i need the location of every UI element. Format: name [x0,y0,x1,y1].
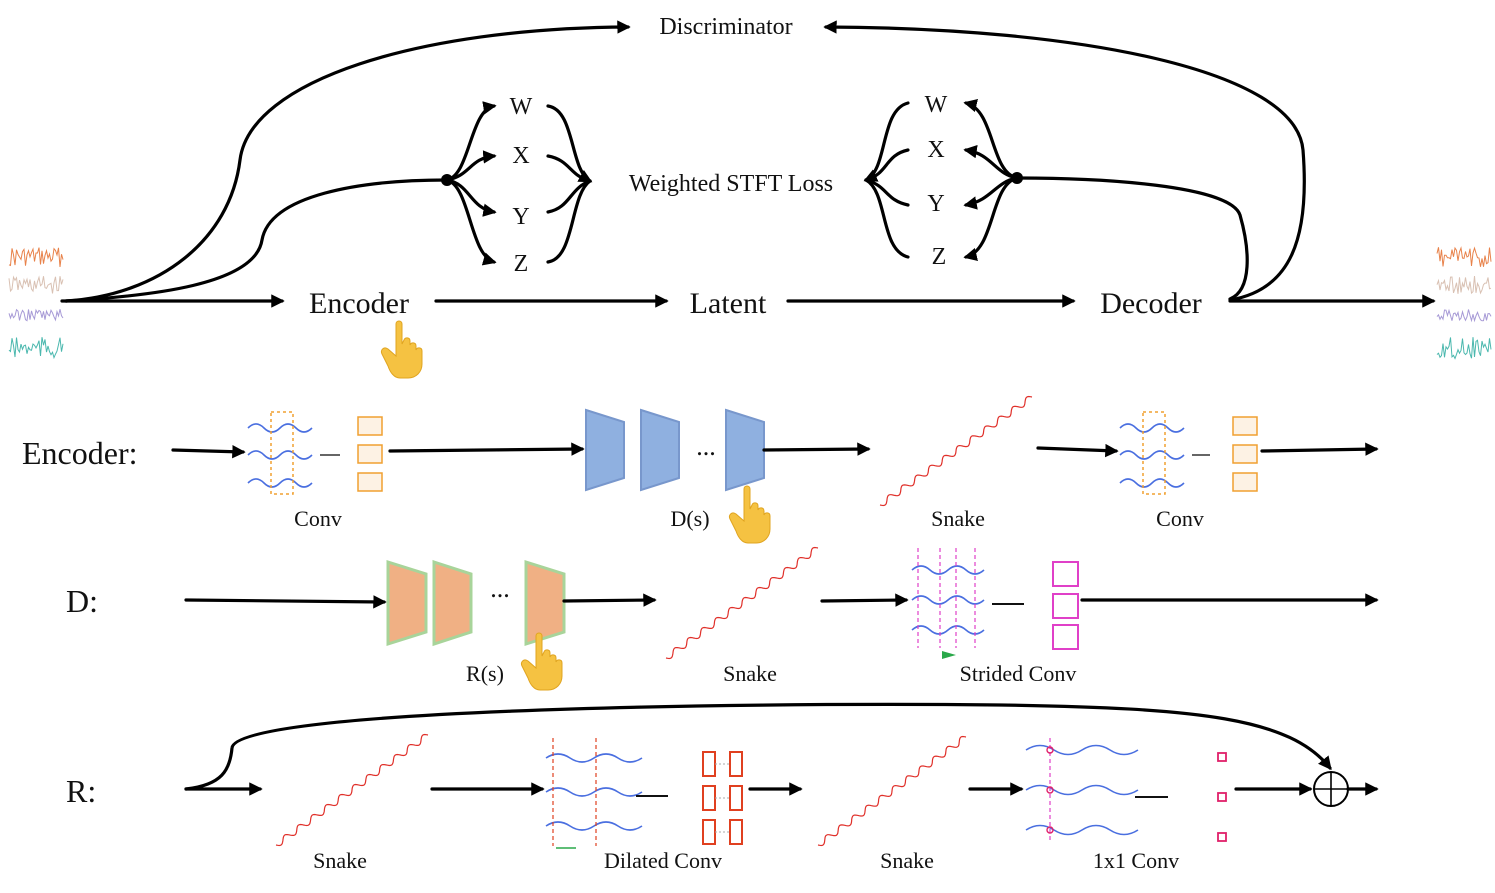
stft-loss-label: Weighted STFT Loss [629,171,833,197]
enc-arrow-2 [388,442,585,456]
strided-conv-icon [911,548,1079,659]
left-merge-x [546,154,592,183]
residual-blocks [386,559,566,647]
encoder-pointer-icon [380,320,423,379]
r-skip-connection-arrow [184,702,1332,791]
latent-node: Latent [690,287,767,320]
right-branch-z [963,176,1019,261]
enc-snake-curve [879,395,1033,507]
right-band-w: W [925,92,948,118]
downsample-blocks [585,408,765,492]
enc-conv-1-label: Conv [294,506,342,531]
right-branch-x [963,145,1019,180]
enc-ds-label: D(s) [670,506,709,531]
enc-conv-1-icon [247,411,383,495]
r-snake-2-label: Snake [880,848,934,873]
enc-arrow-3 [762,442,871,456]
d-row-label: D: [66,583,98,619]
d-snake-label: Snake [723,661,777,686]
ds-pointer-icon [728,485,771,544]
r-pointwise-label: 1x1 Conv [1093,848,1179,873]
d-arrow-1 [184,595,387,609]
decoder-to-stft-branch [1016,176,1249,301]
right-merge-z [864,178,910,259]
left-band-y: Y [512,204,529,230]
right-merge-w [863,101,910,182]
left-branch-w [445,101,497,182]
dilated-conv-icon [545,738,743,849]
d-arrow-2 [562,593,657,607]
right-band-y: Y [927,191,944,217]
r-row-label: R: [66,773,96,809]
left-branch-x [445,150,497,182]
left-band-x: X [512,143,529,169]
r-snake-1-label: Snake [313,848,367,873]
left-band-w: W [510,94,533,120]
enc-snake-label: Snake [931,506,985,531]
decoder-node: Decoder [1100,287,1202,320]
left-merge-z [546,179,592,264]
enc-conv-2-icon [1119,411,1258,495]
input-waveforms [8,247,64,360]
enc-conv-2-label: Conv [1156,506,1204,531]
encoder-row-label: Encoder: [22,435,138,471]
pointwise-conv-icon [1025,738,1227,842]
right-band-z: Z [932,244,947,270]
r-dilated-label: Dilated Conv [604,848,722,873]
encoder-node: Encoder [309,287,409,320]
input-to-stft-branch [64,178,448,303]
enc-ellipsis: ... [696,432,716,461]
d-rs-label: R(s) [466,661,504,686]
residual-add-icon [1313,771,1349,807]
right-merge-x [864,148,910,182]
left-merge-w [546,104,593,183]
enc-arrow-4 [1036,443,1119,458]
d-snake-curve [665,546,819,660]
left-branch-z [445,178,497,266]
decoder-to-discriminator-arrow [823,20,1306,302]
d-arrow-3 [820,593,909,607]
enc-arrow-5 [1260,442,1379,456]
d-strided-label: Strided Conv [960,661,1077,686]
enc-arrow-1 [171,444,246,459]
discriminator-label: Discriminator [659,14,792,40]
input-to-discriminator-arrow [64,20,631,303]
r-snake-2-curve [817,735,967,847]
right-branch-w [963,99,1019,180]
r-snake-1-curve [275,733,429,847]
left-band-z: Z [514,251,529,277]
d-ellipsis: ... [490,574,510,603]
output-waveforms [1436,246,1492,360]
right-band-x: X [927,137,944,163]
